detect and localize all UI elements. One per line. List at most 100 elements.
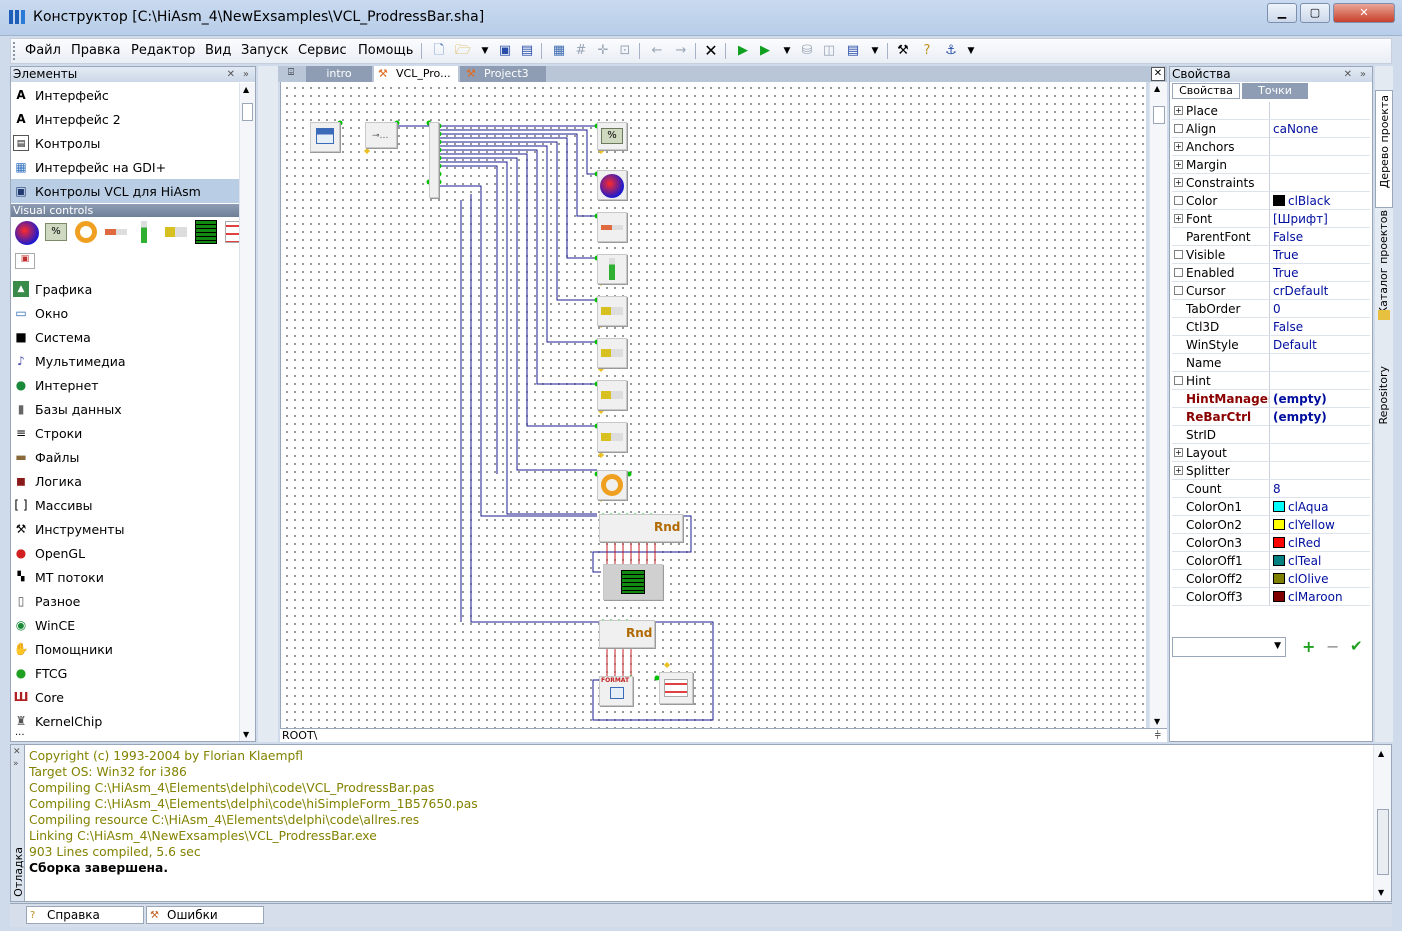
menu-view[interactable]: Вид — [205, 43, 232, 58]
property-value[interactable]: True — [1273, 248, 1299, 262]
scroll-down-arrow-icon[interactable]: ▼ — [1378, 888, 1385, 897]
build-dropdown-chevron-icon[interactable]: ▼ — [871, 46, 879, 56]
scroll-up-arrow-icon[interactable]: ▲ — [1378, 749, 1385, 758]
menu-file[interactable]: Файл — [25, 43, 61, 58]
category-wince[interactable]: ◉WinCE — [13, 613, 255, 637]
canvas-vscrollbar[interactable]: ▲ ▼ — [1149, 82, 1167, 728]
close-button[interactable]: ✕ — [1333, 3, 1395, 23]
category-window[interactable]: ▭Окно — [13, 301, 255, 325]
category-databases[interactable]: ▮Базы данных — [13, 397, 255, 421]
expand-plus-icon[interactable]: + — [1174, 178, 1183, 187]
tab-help[interactable]: ?Справка — [26, 906, 144, 924]
visual-controls-group-header[interactable]: Visual controls ▼ — [11, 204, 255, 217]
hub-component[interactable]: ⊸… — [365, 122, 397, 148]
gauge-component-3[interactable] — [597, 380, 627, 410]
ring-component[interactable] — [597, 470, 627, 500]
expand-plus-icon[interactable]: + — [1174, 142, 1183, 151]
grip-handle[interactable] — [13, 42, 16, 60]
property-value[interactable]: clOlive — [1273, 570, 1370, 587]
pie-component-icon[interactable] — [15, 221, 39, 245]
expand-plus-icon[interactable]: + — [1174, 106, 1183, 115]
property-row-hint[interactable]: Hint — [1172, 372, 1370, 390]
checkbox-icon[interactable] — [1174, 124, 1183, 133]
minimize-button[interactable]: ▁ — [1267, 3, 1297, 23]
apply-check-icon[interactable]: ✔ — [1350, 637, 1363, 655]
stop-x-icon[interactable]: ✕ — [704, 41, 718, 60]
property-value[interactable]: (empty) — [1273, 410, 1327, 424]
align-icon[interactable]: ✛ — [597, 43, 609, 58]
debug-tab-label[interactable]: Отладка — [12, 847, 25, 897]
event-select[interactable]: ▼ — [1172, 637, 1286, 657]
anchor-icon[interactable]: ⚓ — [945, 43, 957, 58]
form-component-icon[interactable]: ▣ — [15, 253, 35, 269]
scroll-down-arrow-icon[interactable]: ▼ — [1154, 717, 1161, 726]
property-value[interactable] — [1273, 174, 1370, 191]
resize-grip-icon[interactable]: ⫩ — [1154, 729, 1161, 742]
scroll-up-arrow-icon[interactable]: ▲ — [243, 85, 250, 94]
open-folder-icon[interactable]: 🗁 — [454, 43, 472, 58]
property-value[interactable]: clYellow — [1273, 516, 1370, 533]
led-bar-component[interactable] — [603, 564, 663, 600]
grid-icon[interactable]: # — [575, 43, 587, 58]
property-value[interactable]: caNone — [1273, 122, 1319, 136]
new-file-icon[interactable]: 🗋 — [433, 43, 445, 58]
category-ftcg[interactable]: ●FTCG — [13, 661, 255, 685]
category-files[interactable]: ▬Файлы — [13, 445, 255, 469]
form-component[interactable] — [310, 122, 340, 152]
percent-label-component[interactable]: % — [597, 122, 627, 150]
property-row-strid[interactable]: StrID — [1172, 426, 1370, 444]
redo-arrow-icon[interactable]: → — [675, 43, 687, 58]
menu-editor[interactable]: Редактор — [131, 43, 196, 58]
panel-close-icon[interactable]: ✕ — [226, 69, 235, 80]
scroll-up-arrow-icon[interactable]: ▲ — [1154, 84, 1161, 93]
property-row-layout[interactable]: +Layout — [1172, 444, 1370, 462]
index-split-component[interactable] — [429, 122, 439, 198]
panel-collapse-icon[interactable]: » — [1359, 69, 1366, 80]
checkbox-icon[interactable] — [1174, 268, 1183, 277]
side-tab-project-tree[interactable]: Дерево проекта — [1375, 90, 1393, 208]
scroll-down-arrow-icon[interactable]: ▼ — [243, 730, 250, 739]
property-row-anchors[interactable]: +Anchors — [1172, 138, 1370, 156]
random-component-1[interactable]: Rnd — [599, 514, 683, 542]
property-value[interactable]: Default — [1273, 338, 1317, 352]
expand-plus-icon[interactable]: + — [1174, 160, 1183, 169]
category-tools[interactable]: ⚒Инструменты — [13, 517, 255, 541]
remove-minus-icon[interactable]: − — [1326, 637, 1340, 656]
tab-intro[interactable]: intro — [306, 66, 372, 82]
vbar-component[interactable] — [597, 254, 627, 284]
panel-collapse-icon[interactable]: » — [13, 759, 19, 769]
expand-plus-icon[interactable]: + — [1174, 448, 1183, 457]
open-dropdown-chevron-icon[interactable]: ▼ — [481, 46, 489, 56]
side-tab-repository[interactable]: Repository — [1377, 366, 1390, 425]
category-internet[interactable]: ●Интернет — [13, 373, 255, 397]
category-gdi[interactable]: ▦Интерфейс на GDI+ — [13, 155, 255, 179]
property-value[interactable]: clRed — [1273, 534, 1370, 551]
run-dropdown-chevron-icon[interactable]: ▼ — [783, 46, 791, 56]
snap-icon[interactable]: ⊡ — [619, 43, 631, 58]
property-value[interactable] — [1273, 102, 1370, 119]
gauge-component-2[interactable] — [597, 338, 627, 368]
checkbox-icon[interactable] — [1174, 376, 1183, 385]
scrollbar-thumb[interactable] — [1153, 106, 1165, 124]
category-system[interactable]: ■Система — [13, 325, 255, 349]
category-kernelchip[interactable]: ♜KernelChip — [13, 709, 255, 733]
tab-properties[interactable]: Свойства — [1172, 83, 1240, 99]
gauge-component-icon[interactable] — [165, 227, 187, 237]
property-value[interactable] — [1273, 138, 1370, 155]
panel-close-icon[interactable]: ✕ — [13, 747, 21, 757]
gauge-component-4[interactable] — [597, 422, 627, 452]
help-question-icon[interactable]: ? — [923, 43, 931, 58]
category-multimedia[interactable]: ♪Мультимедиа — [13, 349, 255, 373]
ring-component-icon[interactable] — [75, 221, 97, 243]
property-value[interactable] — [1273, 462, 1370, 479]
